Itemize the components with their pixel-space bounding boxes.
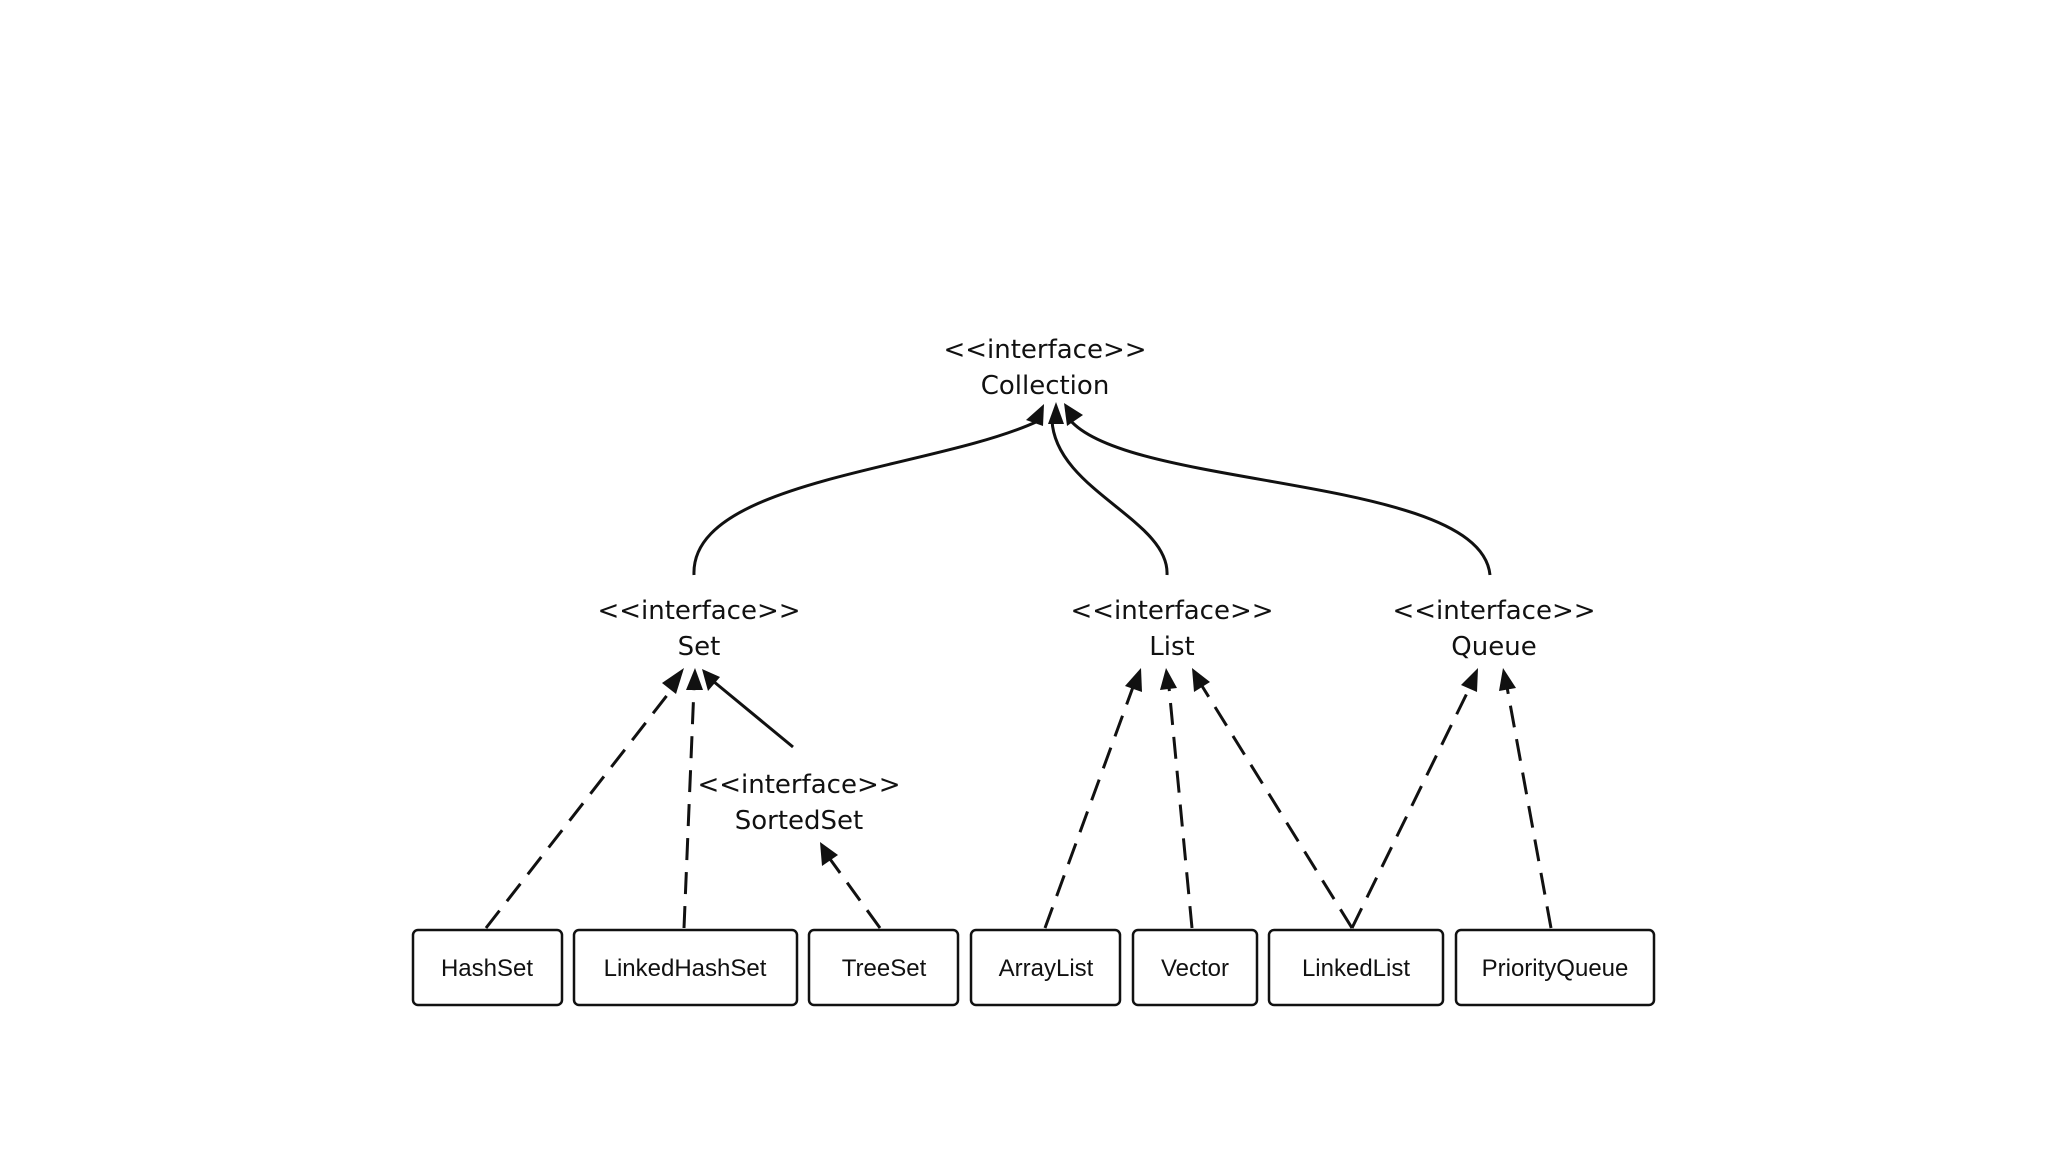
arrowhead-linkedlist-queue [1461,668,1478,692]
interface-collection-stereotype: <<interface>> [943,335,1146,365]
interface-queue: <<interface>> Queue [1392,596,1595,662]
class-treeset: TreeSet [807,928,960,1007]
arrowhead-vector-list [1160,668,1177,690]
class-hashset: HashSet [411,928,564,1007]
class-priorityqueue-label: PriorityQueue [1482,955,1629,982]
edge-priorityqueue-to-queue [1505,686,1553,929]
class-priorityqueue: PriorityQueue [1454,928,1656,1007]
interface-queue-name: Queue [1451,632,1536,662]
class-linkedlist-label: LinkedList [1302,955,1410,982]
arrowhead-linkedhashset-set [686,668,703,690]
class-vector-box [1131,928,1259,1007]
class-arraylist: ArrayList [969,928,1122,1007]
arrowhead-set-collection [1026,404,1044,426]
edge-arraylist-to-list [1043,686,1135,929]
interface-set-stereotype: <<interface>> [597,596,800,626]
edge-set-to-collection [692,420,1037,576]
edge-hashset-to-set [484,688,674,929]
classes: HashSet LinkedHashSet TreeSet ArrayList … [411,928,1656,1007]
class-vector: Vector [1131,928,1259,1007]
class-priorityqueue-box [1454,928,1656,1007]
arrowhead-arraylist-list [1125,668,1142,692]
edge-linkedhashset-to-set [682,686,696,929]
edge-vector-to-list [1167,686,1194,929]
arrowhead-queue-collection [1064,403,1083,426]
interface-set-name: Set [678,632,721,662]
class-hashset-box [411,928,564,1007]
class-linkedhashset-box [572,928,799,1007]
class-hashset-label: HashSet [441,955,533,982]
arrowhead-linkedlist-list [1192,668,1210,692]
edge-linkedlist-to-queue [1350,686,1472,929]
class-vector-label: Vector [1161,955,1229,982]
edge-linkedlist-to-list [1200,685,1354,929]
class-linkedhashset: LinkedHashSet [572,928,799,1007]
class-arraylist-label: ArrayList [999,955,1094,982]
arrowhead-priorityqueue-queue [1499,668,1516,691]
edge-treeset-to-sortedset [828,858,882,929]
interface-collection-name: Collection [981,371,1110,401]
edge-sortedset-to-set [712,679,794,749]
class-linkedlist: LinkedList [1267,928,1445,1007]
class-arraylist-box [969,928,1122,1007]
interface-collection: <<interface>> Collection [943,335,1146,401]
interface-sortedset: <<interface>> SortedSet [697,770,900,836]
class-treeset-label: TreeSet [842,955,927,982]
edges [484,419,1553,929]
interfaces: <<interface>> Collection <<interface>> S… [597,335,1595,836]
interface-set: <<interface>> Set [597,596,800,662]
interface-list-name: List [1149,632,1194,662]
class-linkedlist-box [1267,928,1445,1007]
interface-sortedset-stereotype: <<interface>> [697,770,900,800]
interface-queue-stereotype: <<interface>> [1392,596,1595,626]
interface-sortedset-name: SortedSet [735,806,864,836]
arrowhead-treeset-sortedset [820,842,838,866]
edge-list-to-collection [1050,419,1169,576]
arrowhead-list-collection [1048,402,1064,424]
edge-queue-to-collection [1068,419,1492,576]
arrowheads [662,402,1516,866]
interface-list: <<interface>> List [1070,596,1273,662]
class-treeset-box [807,928,960,1007]
arrowhead-hashset-set [662,668,684,694]
class-linkedhashset-label: LinkedHashSet [604,955,767,982]
interface-list-stereotype: <<interface>> [1070,596,1273,626]
arrowhead-sortedset-set [702,669,720,691]
